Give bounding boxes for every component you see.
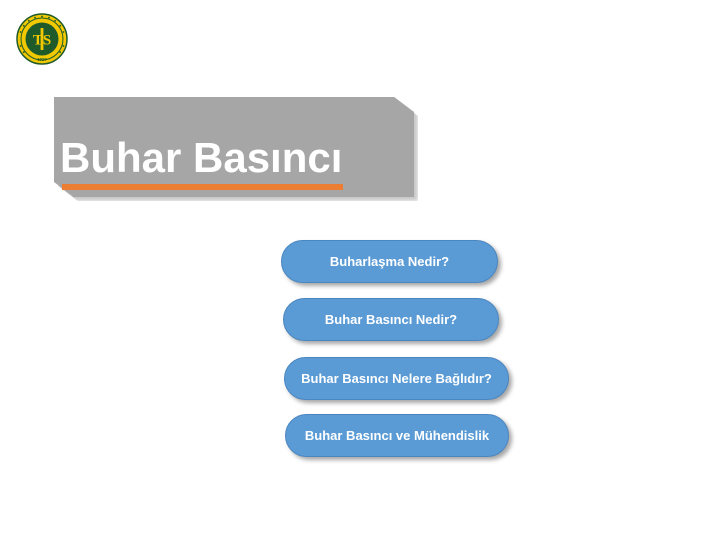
buhar-basinci-ve-muhendislik-button[interactable]: Buhar Basıncı ve Mühendislik: [285, 414, 509, 457]
buhar-basinci-nelere-bagli-button[interactable]: Buhar Basıncı Nelere Bağlıdır?: [284, 357, 509, 400]
buhar-basinci-nedir-button[interactable]: Buhar Basıncı Nedir?: [283, 298, 499, 341]
buharlasma-nedir-button[interactable]: Buharlaşma Nedir?: [281, 240, 498, 283]
title-banner: [54, 97, 414, 197]
university-seal-icon: TS 1927: [16, 13, 68, 65]
page-title: Buhar Basıncı: [60, 134, 343, 181]
logo-year: 1927: [37, 57, 47, 62]
title-underline: [62, 184, 343, 190]
university-logo: TS 1927: [16, 13, 68, 65]
